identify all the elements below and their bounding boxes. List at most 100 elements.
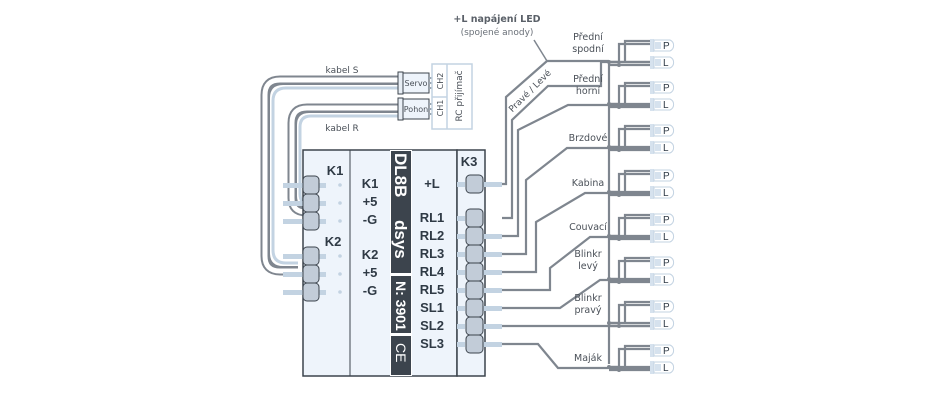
pin-header — [465, 298, 484, 318]
pin-header — [465, 280, 484, 300]
pin-lead — [482, 252, 502, 257]
led-left-label: L — [663, 319, 669, 330]
led-right-label: P — [663, 346, 670, 357]
k1-header: K1 — [327, 163, 344, 178]
led-right-label: P — [663, 302, 670, 313]
k3-pin-label: RL4 — [420, 264, 445, 279]
light-label: Přední — [573, 32, 603, 43]
pin-header — [465, 334, 484, 354]
led-left-label: L — [663, 100, 669, 111]
pin-lead — [482, 306, 502, 311]
led-left-label: L — [663, 143, 669, 154]
led-left: L — [650, 317, 675, 330]
pin-lead — [482, 288, 502, 293]
led-left: L — [650, 56, 675, 69]
led-left: L — [650, 273, 675, 286]
cable-s-label: kabel S — [326, 66, 359, 76]
k1-pin-label: -G — [363, 212, 377, 227]
pin-header — [465, 262, 484, 282]
model-name: DL8B — [391, 153, 410, 197]
pin-header — [302, 193, 320, 213]
brand-name: dsys — [391, 220, 410, 259]
pin-header — [465, 226, 484, 246]
led-right: P — [650, 81, 675, 94]
k1-pin-label: K1 — [362, 176, 379, 191]
led-left: L — [650, 98, 675, 111]
k3-pin-label: RL1 — [420, 210, 445, 225]
led-right: P — [650, 39, 675, 52]
pin-header — [465, 316, 484, 336]
led-right-label: P — [663, 83, 670, 94]
k2-pin-label: K2 — [362, 247, 379, 262]
led-group: PL Kabina — [572, 169, 675, 199]
connector-k1-k2 — [283, 175, 342, 302]
led-left: L — [650, 141, 675, 154]
k1-pin-label: +5 — [363, 194, 378, 209]
led-left: L — [650, 186, 675, 199]
led-left-label: L — [663, 232, 669, 243]
k2-pin-label: -G — [363, 283, 377, 298]
wire-rl1 — [502, 60, 652, 220]
light-label: Blinkr — [574, 249, 601, 260]
light-label: Brzdové — [569, 133, 608, 144]
pin-lead — [283, 272, 303, 277]
light-label: Kabina — [572, 178, 604, 189]
rc-receiver-label: RC přijímač — [454, 70, 465, 121]
k3-pin-label: RL2 — [420, 228, 445, 243]
wire-plus-l — [502, 59, 609, 186]
k3-pin-label: +L — [424, 176, 440, 191]
led-right-label: P — [663, 126, 670, 137]
plug-servo: Servo — [397, 71, 433, 95]
light-label-line2: horní — [576, 86, 601, 97]
led-right: P — [650, 169, 675, 182]
pin-header — [465, 208, 484, 228]
led-group: PL Couvací — [569, 213, 675, 243]
connector-k3 — [457, 174, 502, 354]
light-label: Couvací — [569, 222, 607, 233]
led-groups: PLPředníspodníPLPředníhorníPLBrzdovéPLKa… — [569, 32, 675, 374]
pin-lead — [283, 219, 303, 224]
led-power-title: +L napájení LED — [453, 14, 540, 25]
led-right-label: P — [663, 215, 670, 226]
pin-header — [465, 244, 484, 264]
serial-number: N: 3901 — [393, 281, 409, 331]
led-left-label: L — [663, 275, 669, 286]
pin-header — [302, 264, 320, 284]
pin-header — [302, 282, 320, 302]
channel-2-label: CH2 — [436, 73, 445, 90]
light-label: Blinkr — [574, 293, 601, 304]
pin-lead — [283, 183, 303, 188]
light-label: Maják — [574, 353, 602, 364]
light-label-line2: spodní — [572, 44, 604, 55]
k3-pin-label: SL1 — [420, 300, 444, 315]
led-right: P — [650, 213, 675, 226]
led-right: P — [650, 300, 675, 313]
ce-mark: CE — [393, 343, 409, 362]
pin-header — [302, 175, 320, 195]
pin-lead — [482, 234, 502, 239]
led-group: PL Brzdové — [569, 124, 675, 154]
pin-lead — [482, 182, 502, 187]
pin-lead — [283, 201, 303, 206]
rc-receiver: CH2 CH1 RC přijímač — [431, 63, 473, 130]
pin-header — [302, 211, 320, 231]
led-right-label: P — [663, 171, 670, 182]
pin-header — [302, 246, 320, 266]
k3-pin-label: SL3 — [420, 336, 444, 351]
led-right: P — [650, 344, 675, 357]
k3-pin-label: SL2 — [420, 318, 444, 333]
wire-sl3 — [502, 342, 652, 370]
k3-pin-label: RL5 — [420, 282, 445, 297]
led-power-subtitle: (spojené anody) — [461, 27, 534, 38]
led-left: L — [650, 230, 675, 243]
pin-lead — [283, 254, 303, 259]
led-right: P — [650, 124, 675, 137]
pin-lead — [482, 324, 502, 329]
k3-pin-label: RL3 — [420, 246, 445, 261]
led-right-label: P — [663, 41, 670, 52]
pin-lead — [283, 290, 303, 295]
